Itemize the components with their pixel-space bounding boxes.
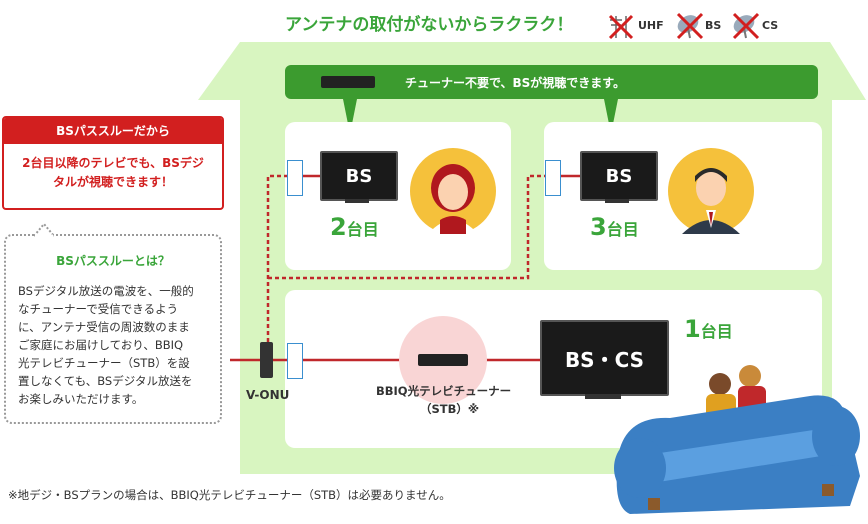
info-line: に、アンテナ受信の周波数のまま <box>18 320 190 334</box>
uhf-antenna-crossed-icon <box>608 12 636 40</box>
floor-label-room-1: 1台目 <box>684 315 733 343</box>
passthrough-callout-line-1: 2台目以降のテレビでも、BSデジ <box>22 156 204 170</box>
tv-room-2: BS <box>320 151 398 201</box>
info-line: 光テレビチューナー（STB）を設 <box>18 356 190 370</box>
wall-outlet-room-1 <box>287 343 303 379</box>
passthrough-callout-title: BSパススルーだから <box>4 118 222 144</box>
cs-dish-crossed-icon <box>732 10 760 40</box>
floor-label-room-2: 2台目 <box>330 213 379 241</box>
info-line: 置しなくても、BSデジタル放送を <box>18 374 193 388</box>
sofa-family-illustration <box>600 356 866 520</box>
uhf-label: UHF <box>638 19 664 32</box>
tv-room-3-label: BS <box>605 165 633 187</box>
wall-outlet-room-3 <box>545 160 561 196</box>
woman-avatar-icon <box>410 148 496 234</box>
wall-outlet-room-2 <box>287 160 303 196</box>
bs-dish-crossed-icon <box>676 10 704 40</box>
banner: チューナー不要で、BSが視聴できます。 <box>285 65 818 99</box>
footnote: ※地デジ・BSプランの場合は、BBIQ光テレビチューナー（STB）は必要ありませ… <box>8 488 451 502</box>
tv-stand-room-3 <box>605 199 629 203</box>
passthrough-callout: BSパススルーだから 2台目以降のテレビでも、BSデジ タルが視聴できます！ <box>2 116 224 210</box>
man-avatar-icon <box>668 148 754 234</box>
info-line: お楽しみいただけます。 <box>18 392 144 406</box>
banner-text: チューナー不要で、BSが視聴できます。 <box>405 76 626 90</box>
info-line: ご家庭にお届けしており、BBIQ <box>18 338 184 352</box>
tv-stand-room-1 <box>585 394 621 399</box>
tuner-box-icon <box>321 76 375 88</box>
bs-label: BS <box>705 19 722 32</box>
v-onu-device <box>260 342 273 378</box>
info-line: BSデジタル放送の電波を、一般的 <box>18 284 194 298</box>
passthrough-info-box: BSパススルーとは？ BSデジタル放送の電波を、一般的 なチューナーで受信できる… <box>4 234 222 424</box>
v-onu-label: V-ONU <box>246 388 290 402</box>
tv-room-1: BS・CS <box>540 320 669 396</box>
stb-label-1: BBIQ光テレビチューナー <box>376 384 512 398</box>
floor-label-room-3: 3台目 <box>590 213 639 241</box>
cs-label: CS <box>762 19 779 32</box>
tv-room-3: BS <box>580 151 658 201</box>
tv-stand-room-2 <box>345 199 369 203</box>
info-line: なチューナーで受信できるよう <box>18 302 179 316</box>
info-box-title: BSパススルーとは？ <box>56 254 170 268</box>
stb-device-icon <box>418 354 468 366</box>
passthrough-callout-line-2: タルが視聴できます！ <box>52 175 173 189</box>
tv-room-2-label: BS <box>345 165 373 187</box>
stb-label-2: （STB）※ <box>420 402 480 416</box>
headline: アンテナの取付がないからラクラク！ <box>285 15 574 35</box>
info-box-pointer <box>32 222 56 238</box>
tv-room-1-label: BS・CS <box>564 347 645 372</box>
